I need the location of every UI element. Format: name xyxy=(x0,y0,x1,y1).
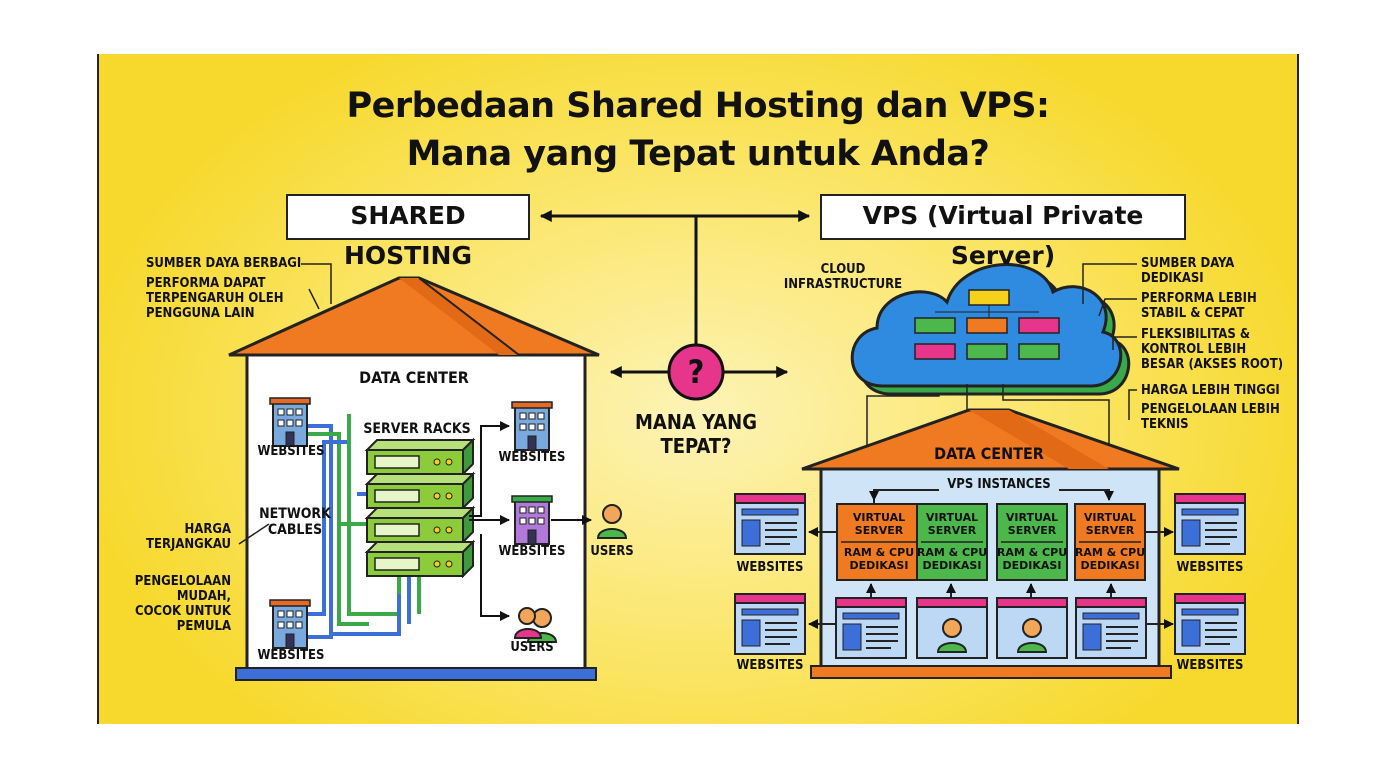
server-racks-label: SERVER RACKS xyxy=(363,421,471,437)
virtual-server-2-label: VIRTUAL SERVER xyxy=(925,511,979,537)
question-mark: ? xyxy=(687,353,705,391)
virtual-server-1-label: VIRTUAL SERVER xyxy=(852,511,906,537)
vps-note-resources: SUMBER DAYA DEDIKASI xyxy=(1141,256,1235,286)
network-cables-label: NETWORK CABLES xyxy=(259,506,331,538)
shared-note-resources: SUMBER DAYA BERBAGI xyxy=(146,256,302,271)
cloud-infrastructure-label: CLOUD INFRASTRUCTURE xyxy=(783,262,903,292)
diagram-artwork xyxy=(228,210,1246,681)
virtual-server-1-ram: RAM & CPU DEDIKASI xyxy=(843,546,915,572)
vps-note-performance: PERFORMA LEBIH STABIL & CEPAT xyxy=(1141,291,1257,321)
websites-label-vps-3: WEBSITES xyxy=(1176,560,1244,575)
websites-label-vps-4: WEBSITES xyxy=(1176,658,1244,673)
shared-note-performance: PERFORMA DAPAT TERPENGARUH OLEH PENGGUNA… xyxy=(146,276,284,321)
shared-hosting-heading: SHARED HOSTING xyxy=(286,194,530,270)
virtual-server-3-ram: RAM & CPU DEDIKASI xyxy=(996,546,1068,572)
virtual-server-2-ram: RAM & CPU DEDIKASI xyxy=(916,546,988,572)
virtual-server-4-ram: RAM & CPU DEDIKASI xyxy=(1074,546,1146,572)
websites-label-vps-1: WEBSITES xyxy=(736,560,804,575)
vps-note-flexibility: FLEKSIBILITAS & KONTROL LEBIH BESAR (AKS… xyxy=(1141,327,1284,372)
websites-label-shared-2: WEBSITES xyxy=(257,648,325,663)
shared-note-price: HARGA TERJANGKAU xyxy=(146,522,231,552)
shared-data-center-label: DATA CENTER xyxy=(359,368,469,387)
page-title-line1: Perbedaan Shared Hosting dan VPS: xyxy=(346,86,1050,126)
vps-instances-label: VPS INSTANCES xyxy=(947,477,1051,492)
vps-note-price: HARGA LEBIH TINGGI xyxy=(1141,383,1280,398)
infographic-poster: Perbedaan Shared Hosting dan VPS: Mana y… xyxy=(97,54,1299,724)
vps-note-management: PENGELOLAAN LEBIH TEKNIS xyxy=(1141,402,1280,432)
shared-note-management: PENGELOLAAN MUDAH, COCOK UNTUK PEMULA xyxy=(134,574,231,634)
websites-label-vps-2: WEBSITES xyxy=(736,658,804,673)
users-label-shared-1: USERS xyxy=(590,544,634,559)
question-icon xyxy=(667,343,725,401)
virtual-server-3-label: VIRTUAL SERVER xyxy=(1005,511,1059,537)
vps-heading: VPS (Virtual Private Server) xyxy=(820,194,1186,270)
websites-label-shared-1: WEBSITES xyxy=(257,444,325,459)
center-question-label: MANA YANG TEPAT? xyxy=(635,410,757,458)
users-label-shared-2: USERS xyxy=(510,640,554,655)
websites-label-shared-3: WEBSITES xyxy=(498,450,566,465)
vps-data-center-label: DATA CENTER xyxy=(934,444,1044,463)
virtual-server-4-label: VIRTUAL SERVER xyxy=(1083,511,1137,537)
websites-label-shared-4: WEBSITES xyxy=(498,544,566,559)
page-title-line2: Mana yang Tepat untuk Anda? xyxy=(406,134,990,174)
